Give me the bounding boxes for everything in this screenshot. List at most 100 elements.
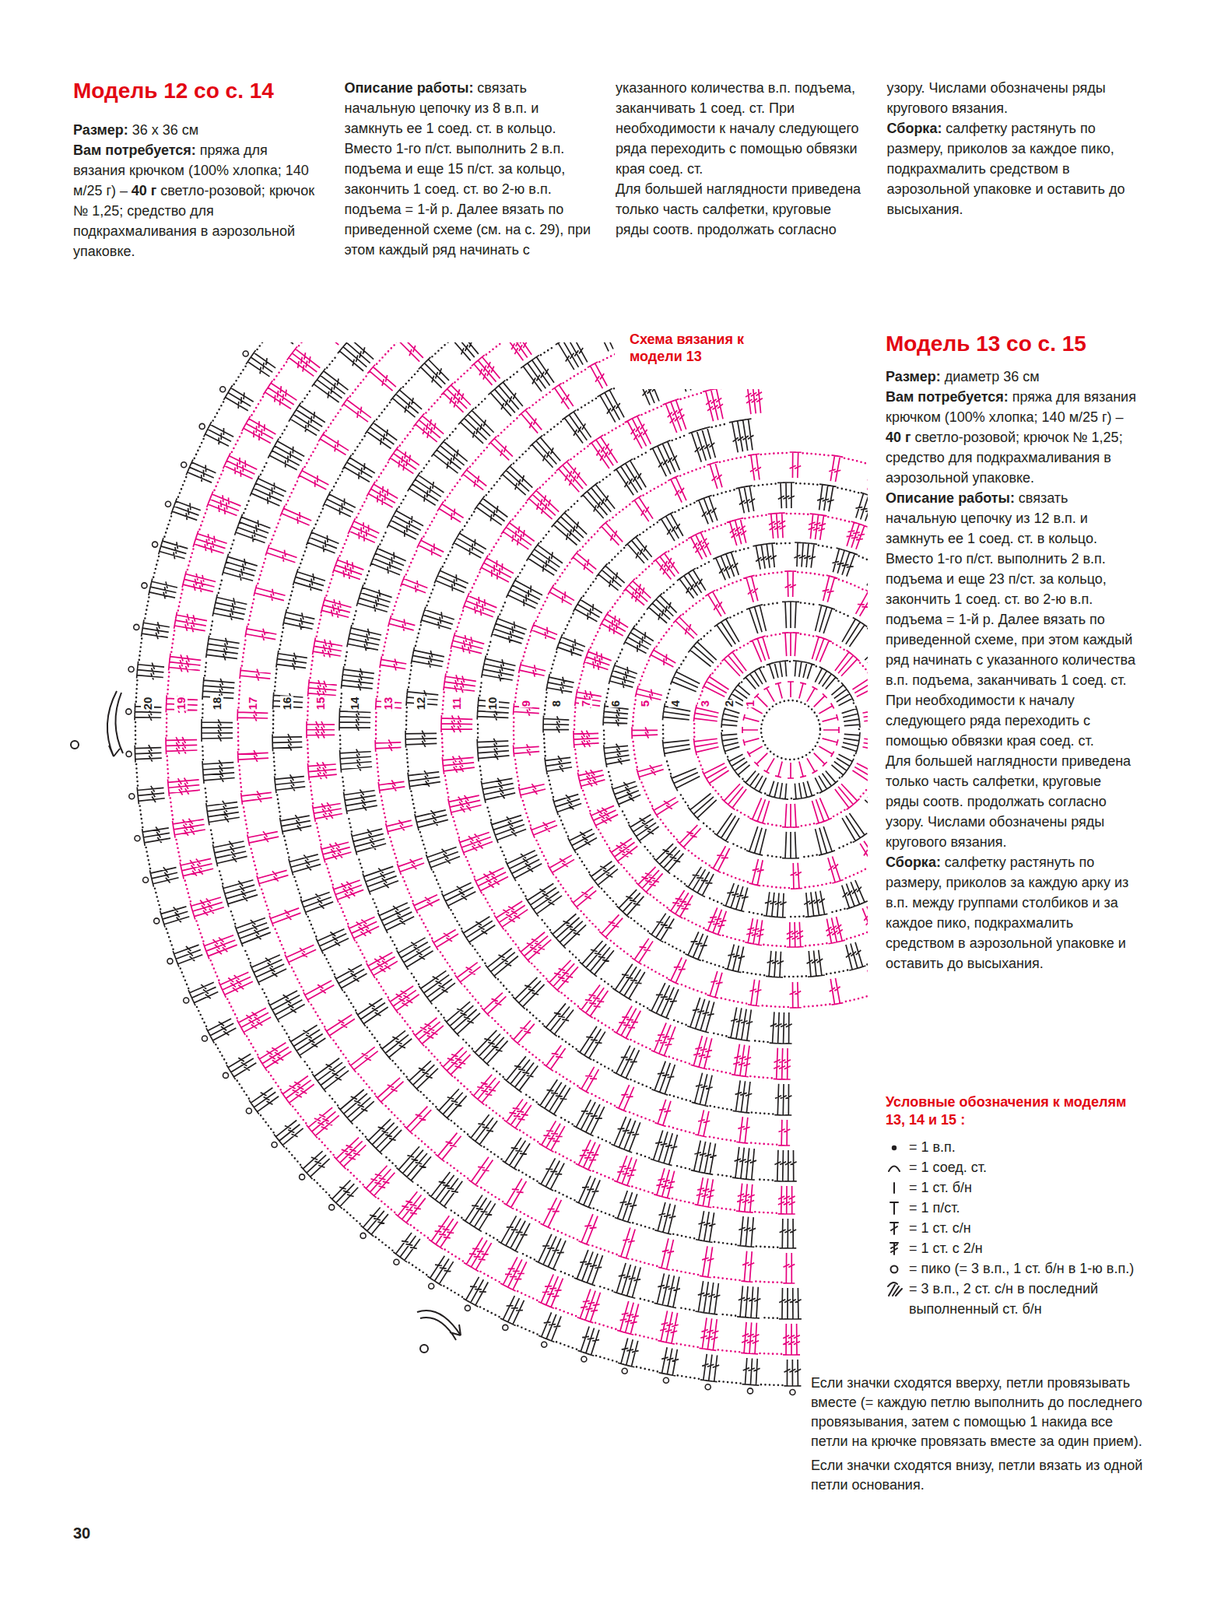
chart-row — [721, 660, 860, 800]
pico-mark — [199, 423, 205, 429]
pico-mark — [134, 835, 141, 842]
legend-entry: = 1 ст. с 2/н — [885, 1238, 1137, 1259]
chain-arc — [166, 111, 782, 1355]
pico-mark — [663, 1377, 669, 1383]
row-number-text: 12 — [414, 696, 428, 712]
text-column: Если значки сходятся вверху, петли провя… — [810, 1373, 1148, 1495]
chart-row — [339, 282, 797, 1182]
chain-ring — [761, 700, 821, 760]
pico-mark — [502, 1324, 509, 1330]
pico-mark — [393, 1259, 400, 1265]
legend-symbol — [885, 1137, 909, 1157]
chain-arc — [406, 353, 773, 1114]
chain-arc — [307, 249, 777, 1214]
chain-dot — [891, 1145, 897, 1151]
row-number-text: 11 — [449, 696, 464, 711]
legend-entry: = 1 п/ст. — [885, 1197, 1137, 1218]
legend-symbol-shape — [887, 1282, 902, 1296]
stitch-group — [477, 418, 793, 1044]
row-number: 18 — [210, 696, 225, 712]
chain-arc — [202, 143, 778, 1318]
pico-mark — [220, 386, 226, 393]
stitch-group — [603, 542, 904, 918]
pico-mark — [575, 99, 582, 106]
chart-row — [165, 108, 800, 1355]
body-text: Если значки сходятся внизу, петли вязать… — [810, 1457, 1143, 1493]
stitch-group — [693, 632, 888, 828]
body-text: диаметр 36 см — [944, 368, 1040, 385]
legend-symbol-shape — [891, 1266, 899, 1274]
row-number: 6 — [608, 699, 623, 708]
chart-row — [543, 482, 941, 978]
paragraph: Условные обозначения к моделям 13, 14 и … — [885, 1093, 1137, 1130]
row-number-text: 5 — [638, 699, 652, 708]
field-label: 40 г — [131, 182, 158, 199]
stitch-symbol — [890, 1222, 899, 1235]
legend-symbol-shape — [893, 1182, 895, 1193]
pico-mark — [541, 1341, 548, 1348]
row-number: 9 — [519, 699, 534, 708]
pico-mark — [295, 284, 302, 291]
legend-text: = 1 ст. с/н — [908, 1217, 972, 1239]
stitch-group — [306, 247, 796, 1215]
paragraph: Модель 13 со с. 15 — [885, 330, 1137, 358]
stitch-symbol — [887, 1282, 902, 1296]
row-number-text: 1 — [743, 699, 757, 708]
body-text: светло-розовой; крючок № 1,25; средство … — [885, 429, 1123, 486]
field-label: Вам потребуется: — [73, 142, 197, 158]
paragraph: Размер:диаметр 36 см — [885, 366, 1137, 387]
row-number-text: 19 — [174, 696, 188, 712]
chart-row — [272, 215, 797, 1249]
pico-mark — [129, 793, 135, 800]
pico-mark — [271, 1142, 278, 1148]
paragraph: Схема вязания к модели 13 — [629, 330, 747, 365]
pico-mark — [789, 1389, 796, 1396]
body-text: связать начальную цепочку из 12 в.п. и з… — [885, 490, 1136, 749]
legend-symbol-shape — [890, 1242, 899, 1255]
pico-mark — [299, 1174, 306, 1180]
row-number: 5 — [638, 699, 653, 708]
chart-row — [662, 601, 919, 859]
pico-mark — [245, 1108, 252, 1114]
row-number-text: 16 — [280, 696, 294, 712]
row-number-text: 6 — [608, 699, 622, 708]
pico-mark — [202, 1035, 208, 1042]
row-number: 10 — [485, 696, 500, 712]
field-label: Сборка: — [887, 120, 943, 137]
pico-mark — [420, 1344, 429, 1353]
pico-mark — [891, 1266, 899, 1274]
row-number: 14 — [347, 696, 362, 712]
row-number-text: 9 — [519, 699, 533, 708]
pico-mark — [464, 1305, 471, 1311]
pico-mark — [242, 350, 249, 357]
start-arrow — [107, 691, 123, 757]
legend-symbol — [885, 1238, 909, 1258]
paragraph: Вам потребуется:пряжа для вязания крючко… — [885, 386, 1137, 488]
chain-arc — [513, 452, 947, 1008]
chain-arc — [340, 286, 773, 1180]
legend-entry: = 1 в.п. — [885, 1136, 1137, 1158]
legend-symbol — [885, 1178, 909, 1197]
section-heading: Схема вязания к модели 13 — [629, 331, 744, 365]
stitch-group — [375, 315, 790, 1146]
text-column: Модель 12 со с. 14Размер:36 х 36 смВам п… — [73, 77, 1135, 262]
row-number: 16 — [280, 696, 295, 712]
paragraph: Описание работы:связать начальную цепочк… — [885, 487, 1137, 751]
row-number-text: 10 — [485, 696, 499, 712]
chart-row — [306, 247, 796, 1215]
legend-symbol — [885, 1259, 909, 1278]
stitch-group — [134, 74, 801, 1386]
row-number-text: 14 — [347, 696, 362, 712]
stitch-group — [339, 282, 797, 1182]
chart-row — [693, 632, 888, 828]
pico-mark — [167, 958, 173, 965]
field-label: Вам потребуется: — [885, 389, 1009, 405]
chain-arc — [632, 571, 870, 888]
pico-mark — [128, 666, 134, 673]
row-number: 1 — [743, 699, 758, 708]
pico-mark — [143, 877, 149, 883]
paragraph: Если значки сходятся внизу, петли вязать… — [810, 1456, 1148, 1495]
field-label: Размер: — [885, 368, 941, 385]
field-label: 40 г — [885, 429, 912, 446]
stitch-symbol — [893, 1182, 895, 1193]
